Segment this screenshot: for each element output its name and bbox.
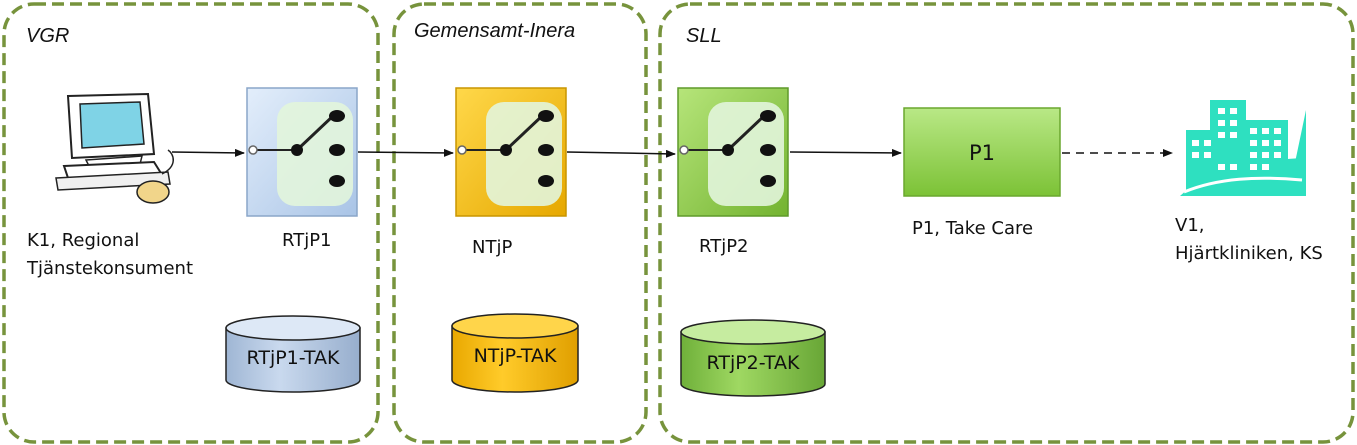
ntjp-tak-label: NTjP-TAK (474, 345, 557, 367)
rtjp2-tak-label: RTjP2-TAK (707, 352, 800, 374)
consumer-label-line1: K1, Regional (27, 230, 139, 251)
rtjp2-label: RTjP2 (699, 236, 749, 257)
p1-box-label: P1 (969, 141, 995, 165)
rtjp1-label: RTjP1 (282, 230, 332, 251)
arrow-ntjp-to-rtjp2 (566, 149, 676, 158)
ntjp-label: NTjP (472, 237, 512, 258)
zone-title-vgr: VGR (26, 25, 69, 47)
hospital-building-icon (1180, 100, 1306, 196)
rtjp2-router-icon (676, 86, 790, 218)
arrow-consumer-to-rtjp1 (171, 148, 245, 157)
ntjp-router-icon (454, 86, 568, 218)
ntjp-tak-database-icon (451, 313, 579, 393)
rtjp1-tak-label: RTjP1-TAK (247, 347, 340, 369)
v1-label-line2: Hjärtkliniken, KS (1175, 243, 1323, 264)
zone-title-inera: Gemensamt-Inera (414, 20, 575, 42)
v1-label-line1: V1, (1175, 215, 1205, 236)
arrow-rtjp1-to-ntjp (357, 148, 454, 157)
zone-inera (392, 2, 648, 444)
rtjp1-tak-database-icon (225, 315, 361, 393)
p1-system-box (903, 107, 1061, 197)
consumer-label-line2: Tjänstekonsument (26, 258, 193, 279)
p1-caption: P1, Take Care (912, 218, 1033, 239)
rtjp1-router-icon (245, 86, 359, 218)
zone-sll (658, 2, 1355, 444)
arrow-rtjp2-to-p1 (789, 148, 902, 157)
zone-vgr (2, 2, 380, 444)
rtjp2-tak-database-icon (680, 319, 826, 397)
computer-workstation-icon (55, 92, 174, 204)
zone-title-sll: SLL (686, 25, 722, 47)
